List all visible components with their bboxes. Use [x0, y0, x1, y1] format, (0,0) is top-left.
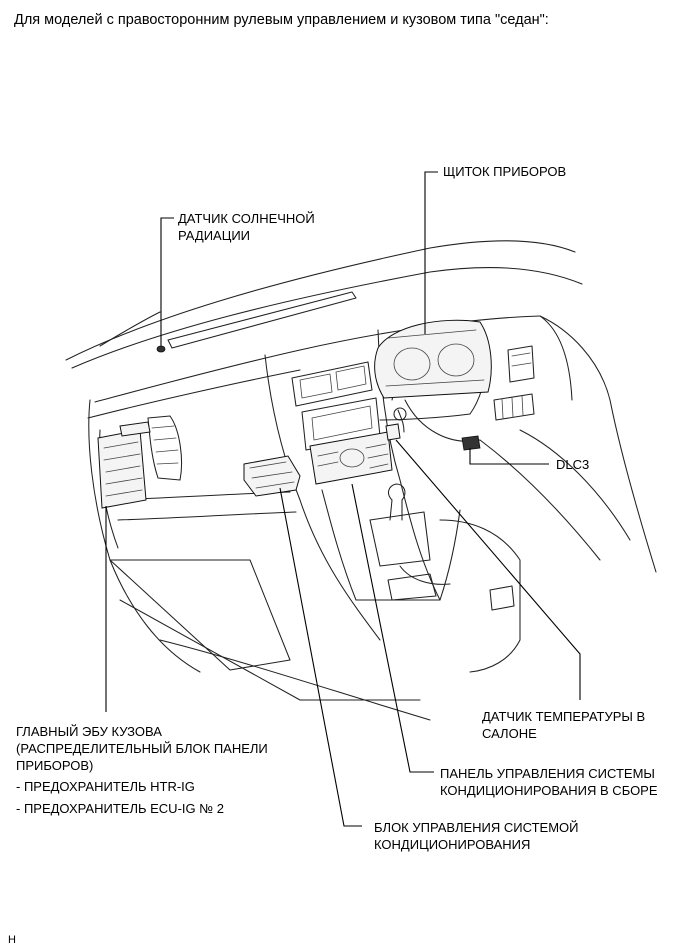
label-dlc3: DLC3 [556, 457, 590, 472]
label-main-body-ecu-line1: ГЛАВНЫЙ ЭБУ КУЗОВА [16, 724, 162, 739]
label-room-temp-sensor-line1: ДАТЧИК ТЕМПЕРАТУРЫ В [482, 709, 646, 724]
label-main-body-ecu-line3: ПРИБОРОВ) [16, 758, 94, 773]
label-main-body-ecu-line2: (РАСПРЕДЕЛИТЕЛЬНЫЙ БЛОК ПАНЕЛИ [16, 741, 268, 756]
label-ac-amplifier-line2: КОНДИЦИОНИРОВАНИЯ [374, 837, 531, 852]
label-ac-amplifier-line1: БЛОК УПРАВЛЕНИЯ СИСТЕМОЙ [374, 820, 579, 835]
label-ac-control-panel-line2: КОНДИЦИОНИРОВАНИЯ В СБОРЕ [440, 783, 658, 798]
footer-code: H [8, 934, 16, 946]
label-fuse-ecu-ig-2: - ПРЕДОХРАНИТЕЛЬ ECU-IG № 2 [16, 801, 225, 816]
label-ac-control-panel-line1: ПАНЕЛЬ УПРАВЛЕНИЯ СИСТЕМЫ [440, 766, 655, 781]
label-sun-sensor-line1: ДАТЧИК СОЛНЕЧНОЙ [178, 211, 315, 226]
page-header: Для моделей с правосторонним рулевым упр… [14, 12, 549, 28]
label-room-temp-sensor-line2: САЛОНЕ [482, 726, 537, 741]
label-sun-sensor-line2: РАДИАЦИИ [178, 228, 251, 243]
label-fuse-htr-ig: - ПРЕДОХРАНИТЕЛЬ HTR-IG [16, 779, 195, 794]
label-instrument-cluster: ЩИТОК ПРИБОРОВ [443, 164, 567, 179]
